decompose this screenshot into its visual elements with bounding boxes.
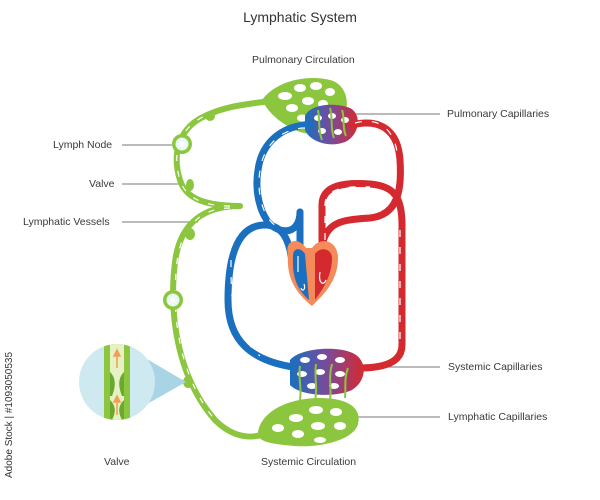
- label-lymphatic-capillaries: Lymphatic Capillaries: [448, 411, 548, 423]
- systemic-circulation-label: Systemic Circulation: [261, 456, 357, 468]
- valve-inset-label: Valve: [104, 456, 130, 468]
- pulmonary-capillaries: [305, 104, 358, 145]
- pulmonary-circulation-label: Pulmonary Circulation: [252, 54, 355, 66]
- label-systemic-capillaries: Systemic Capillaries: [448, 361, 543, 373]
- label-lymphatic-vessels: Lymphatic Vessels: [23, 216, 110, 228]
- valve-bulge: [183, 376, 193, 388]
- valve-bulges: [183, 111, 215, 388]
- lymph-node-upper: [172, 134, 192, 154]
- flow-arrow-icon: [112, 348, 122, 415]
- leader-lines: [122, 113, 440, 418]
- valve-bulge: [186, 179, 194, 191]
- valve-bulge: [185, 228, 195, 240]
- lower-lymph-vessel: [170, 203, 278, 440]
- aorta: [318, 180, 406, 372]
- pulmonary-artery: [253, 121, 314, 235]
- heart: [287, 240, 338, 306]
- arterial-vessels: [318, 119, 406, 372]
- lymph-flow-marks: [174, 115, 231, 421]
- label-lymph-node: Lymph Node: [53, 139, 113, 151]
- systemic-capillaries: [290, 348, 364, 401]
- diagram-title: Lymphatic System: [243, 9, 357, 25]
- lymphatic-capillaries: [257, 398, 359, 447]
- valve-inset: [79, 344, 186, 420]
- systemic-vein: [224, 221, 304, 372]
- valve-bulge: [205, 111, 215, 121]
- stock-credit: Adobe Stock | #1093050535: [4, 351, 15, 478]
- label-valve: Valve: [89, 178, 115, 190]
- lymph-node-lower: [163, 290, 183, 310]
- label-pulmonary-capillaries: Pulmonary Capillaries: [447, 108, 550, 120]
